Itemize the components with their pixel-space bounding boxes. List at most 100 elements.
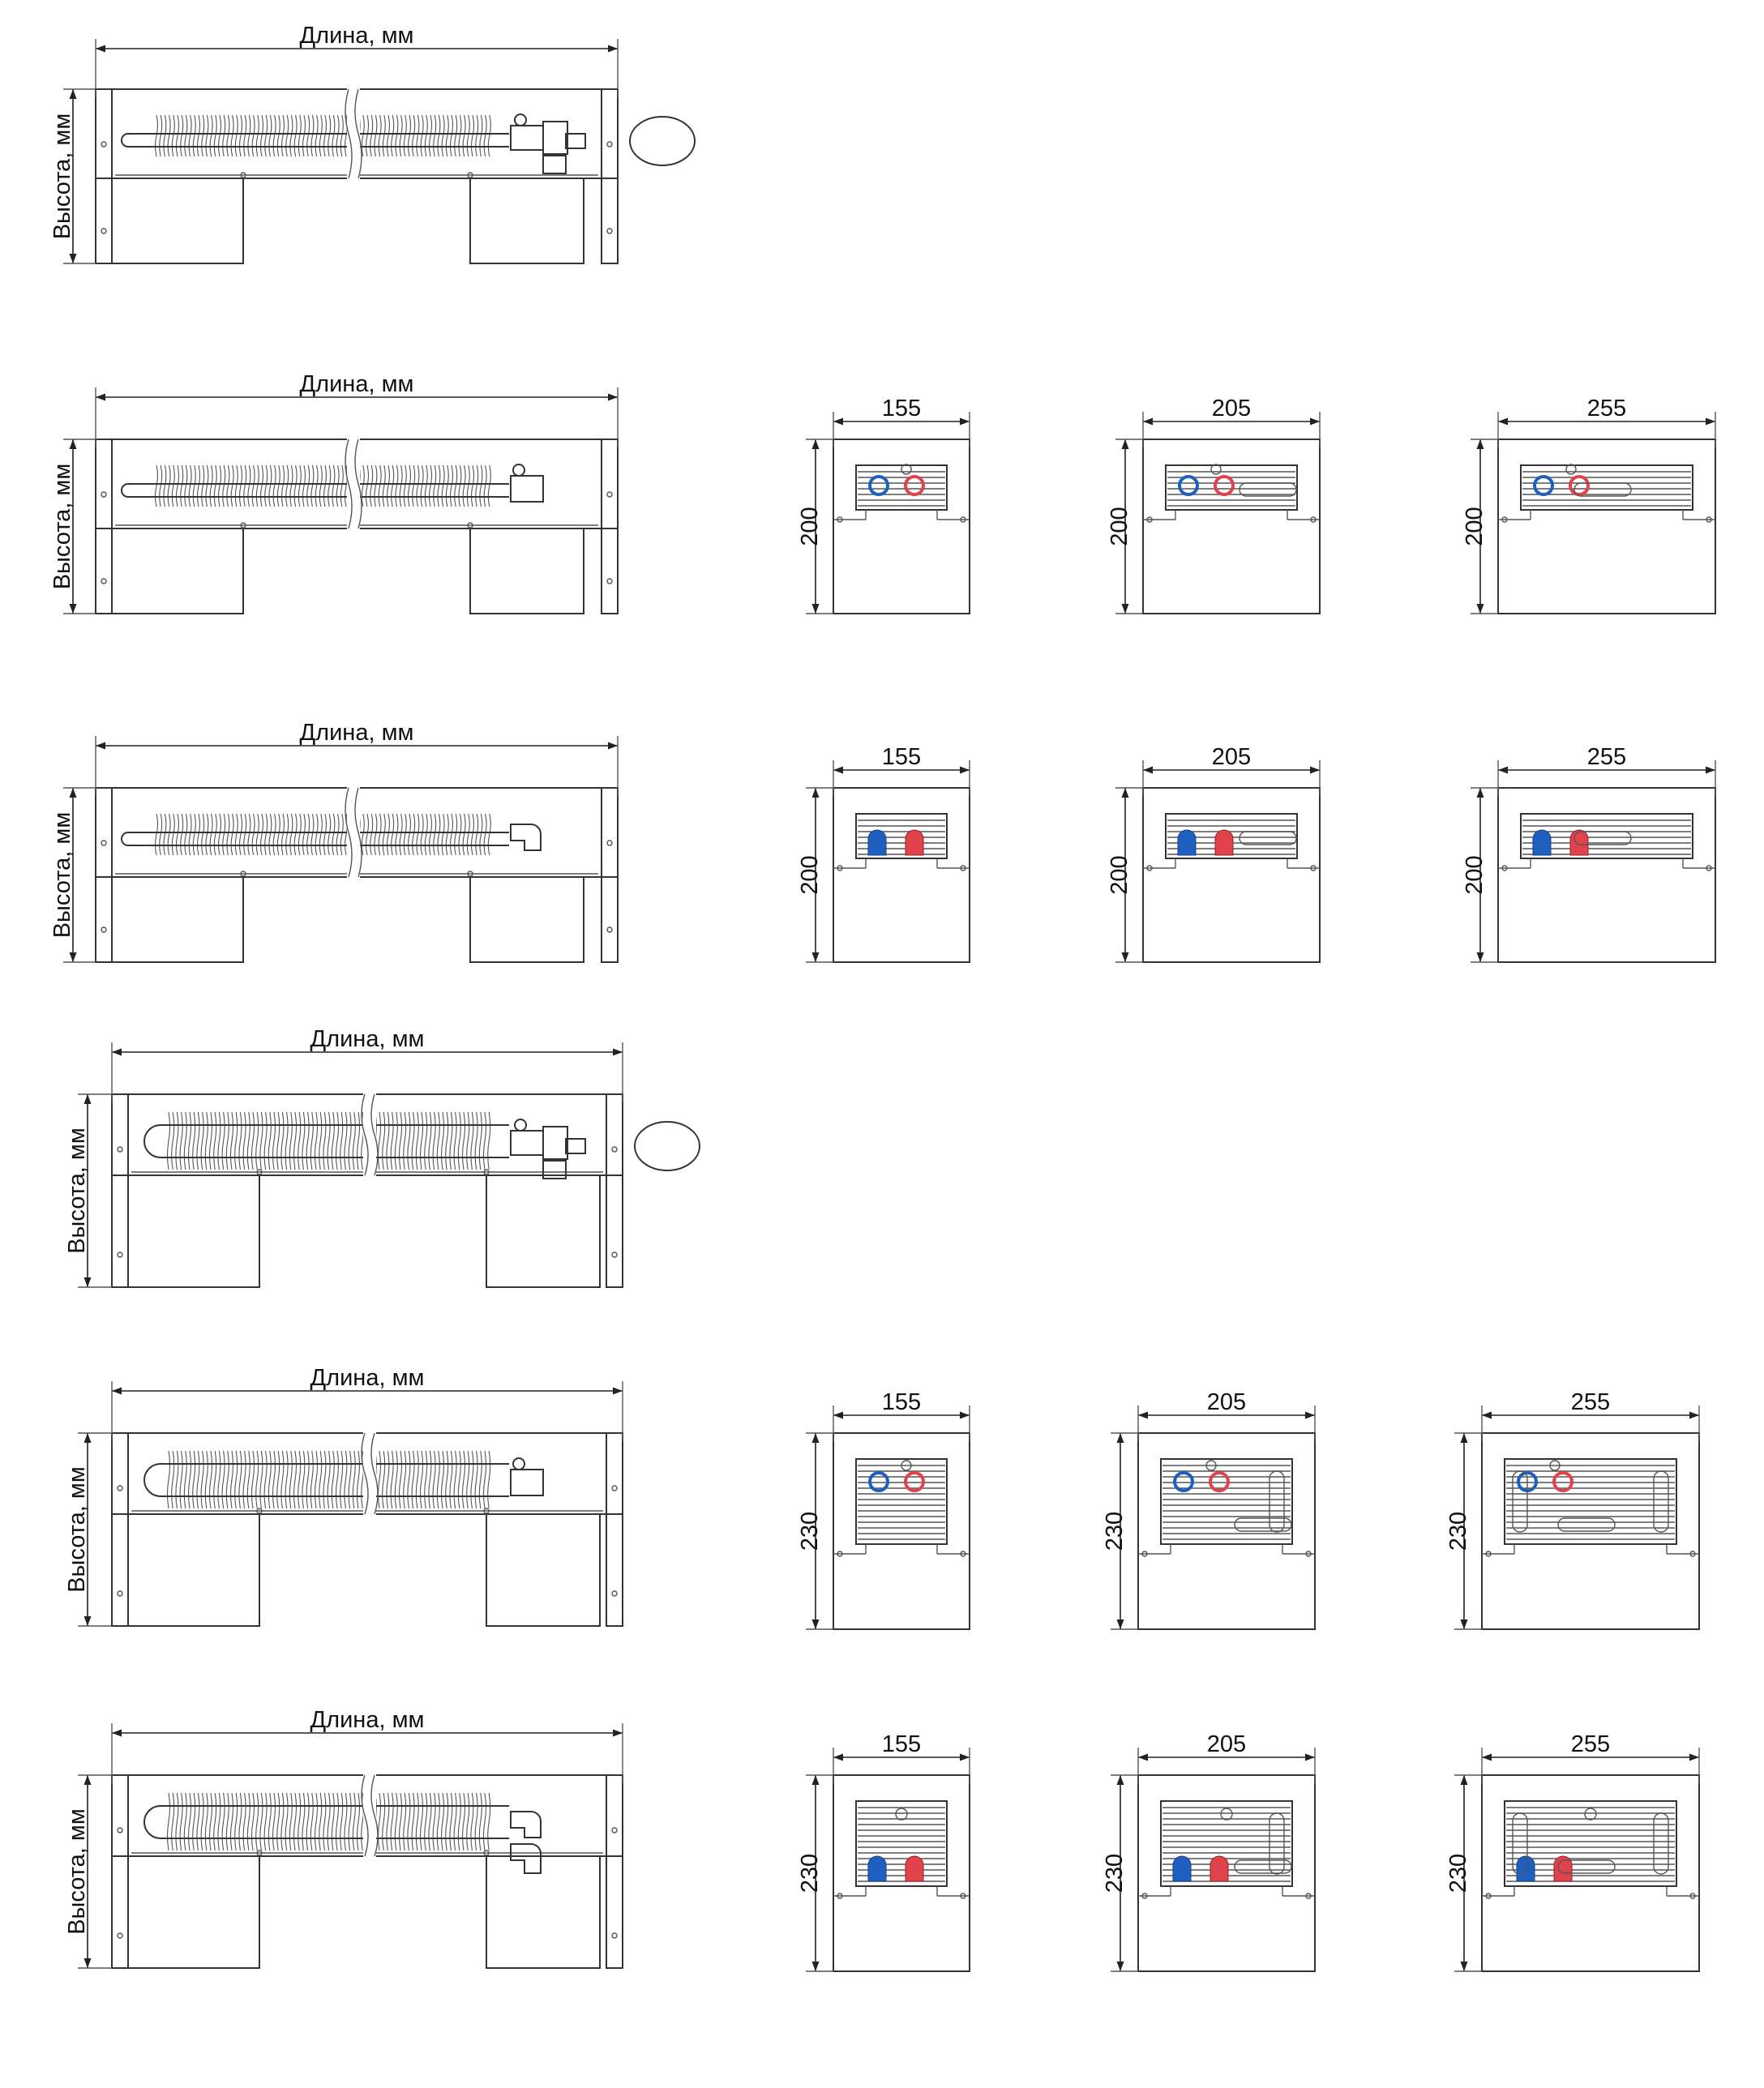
heat-exchanger-fin: [395, 464, 399, 507]
heat-exchanger-fin: [234, 1450, 238, 1509]
heat-exchanger-fin: [433, 813, 437, 856]
arrow-head: [833, 766, 843, 774]
heat-exchanger-fin: [272, 1792, 276, 1851]
heat-exchanger-fin: [487, 1450, 491, 1509]
arrow-head: [69, 788, 77, 798]
heat-exchanger-fin: [466, 1111, 470, 1170]
air-vent: [1549, 1460, 1561, 1471]
screw: [1485, 1893, 1492, 1899]
heat-exchanger-fin: [352, 1450, 356, 1509]
heat-exchanger-fin: [479, 813, 483, 856]
end-view-frame: [1497, 439, 1716, 614]
heat-exchanger-fin: [251, 114, 255, 157]
heat-exchanger-fin: [361, 464, 365, 507]
end-panel: [1504, 1458, 1677, 1545]
heat-exchanger-fin: [374, 114, 378, 157]
heat-exchanger-fin: [200, 1111, 204, 1170]
heat-exchanger-fin: [407, 1111, 411, 1170]
height-dimension: 230: [1102, 1433, 1128, 1629]
heat-exchanger-fin: [356, 1792, 361, 1851]
break-gap: [347, 786, 360, 879]
heat-exchanger-fin: [272, 813, 276, 856]
heat-exchanger-fin: [255, 114, 259, 157]
heat-pipe: [121, 832, 509, 846]
heat-exchanger-fin: [229, 1111, 234, 1170]
dimension-label: Высота, мм: [64, 1466, 90, 1593]
heat-exchanger-fin: [285, 1111, 289, 1170]
heat-exchanger-fin: [487, 114, 491, 157]
break-line: [370, 1774, 379, 1857]
heat-exchanger-fin: [293, 464, 298, 507]
screw: [1689, 1893, 1696, 1899]
cold-connection: [1177, 829, 1197, 856]
heat-exchanger-fin: [167, 464, 171, 507]
heat-exchanger-fin: [483, 464, 487, 507]
heat-exchanger-fin: [315, 464, 319, 507]
arrow-head: [1476, 952, 1484, 962]
heat-exchanger-fin: [391, 464, 395, 507]
heat-exchanger-fin: [475, 813, 479, 856]
heat-exchanger-fin: [171, 1450, 175, 1509]
heat-exchanger-fin: [234, 1111, 238, 1170]
end-post-right: [606, 1432, 623, 1627]
heat-exchanger-fin: [407, 813, 412, 856]
screw: [467, 871, 473, 877]
heat-exchanger-fin: [479, 464, 483, 507]
heat-exchanger-fin: [192, 1111, 196, 1170]
heat-exchanger-fin: [263, 1792, 268, 1851]
heat-exchanger-fin: [289, 813, 293, 856]
arrow-head: [1476, 439, 1484, 449]
heat-exchanger-fin: [453, 1450, 457, 1509]
arrow-head: [1121, 788, 1129, 798]
heat-exchanger-fin: [458, 114, 462, 157]
screw: [117, 1485, 123, 1491]
heat-exchanger-fin: [487, 813, 491, 856]
heat-exchanger-fin: [217, 1792, 221, 1851]
heat-exchanger-fin: [250, 1111, 255, 1170]
end-panel: [1504, 1800, 1677, 1887]
screw: [1706, 516, 1712, 523]
heat-exchanger-fin: [440, 1111, 445, 1170]
screw: [483, 1850, 490, 1856]
arrow-head: [1116, 1775, 1124, 1785]
heat-exchanger-fin: [340, 1450, 344, 1509]
heat-exchanger-fin: [243, 813, 247, 856]
arrow-head: [1310, 766, 1320, 774]
screw: [483, 1508, 490, 1514]
support-right: [486, 1513, 601, 1627]
heat-exchanger-fin: [263, 1111, 268, 1170]
heat-exchanger-fin: [171, 813, 175, 856]
dimension-label: 205: [1207, 1389, 1246, 1415]
screw: [837, 1893, 843, 1899]
heat-exchanger-fin: [255, 1792, 259, 1851]
arrow-head: [1460, 1619, 1468, 1629]
heat-exchanger-fin: [327, 1450, 331, 1509]
end-panel: [855, 813, 948, 859]
dimension-label: Высота, мм: [64, 1127, 90, 1254]
air-vent: [1584, 1808, 1597, 1821]
heat-exchanger-fin: [225, 1450, 229, 1509]
heat-exchanger-fin: [454, 464, 458, 507]
heat-exchanger-fin: [462, 464, 466, 507]
heat-exchanger-fin: [416, 464, 420, 507]
heat-exchanger-fin: [192, 1450, 196, 1509]
heat-exchanger-fin: [428, 1450, 432, 1509]
width-dimension: 255: [1497, 744, 1716, 796]
heat-exchanger-fin: [407, 1792, 411, 1851]
heat-exchanger-fin: [403, 464, 407, 507]
air-vent: [514, 1119, 527, 1132]
end-panel: [1165, 464, 1298, 511]
heat-exchanger-fin: [394, 1111, 398, 1170]
cold-connection: [1173, 1471, 1194, 1492]
heat-exchanger-fin: [285, 1450, 289, 1509]
cold-connection: [867, 829, 887, 856]
heat-exchanger-fin: [328, 114, 332, 157]
break-line: [345, 439, 353, 529]
heat-exchanger-fin: [209, 114, 213, 157]
heat-exchanger-fin: [259, 464, 264, 507]
heat-exchanger-fin: [175, 813, 180, 856]
heat-exchanger-fin: [179, 1111, 183, 1170]
